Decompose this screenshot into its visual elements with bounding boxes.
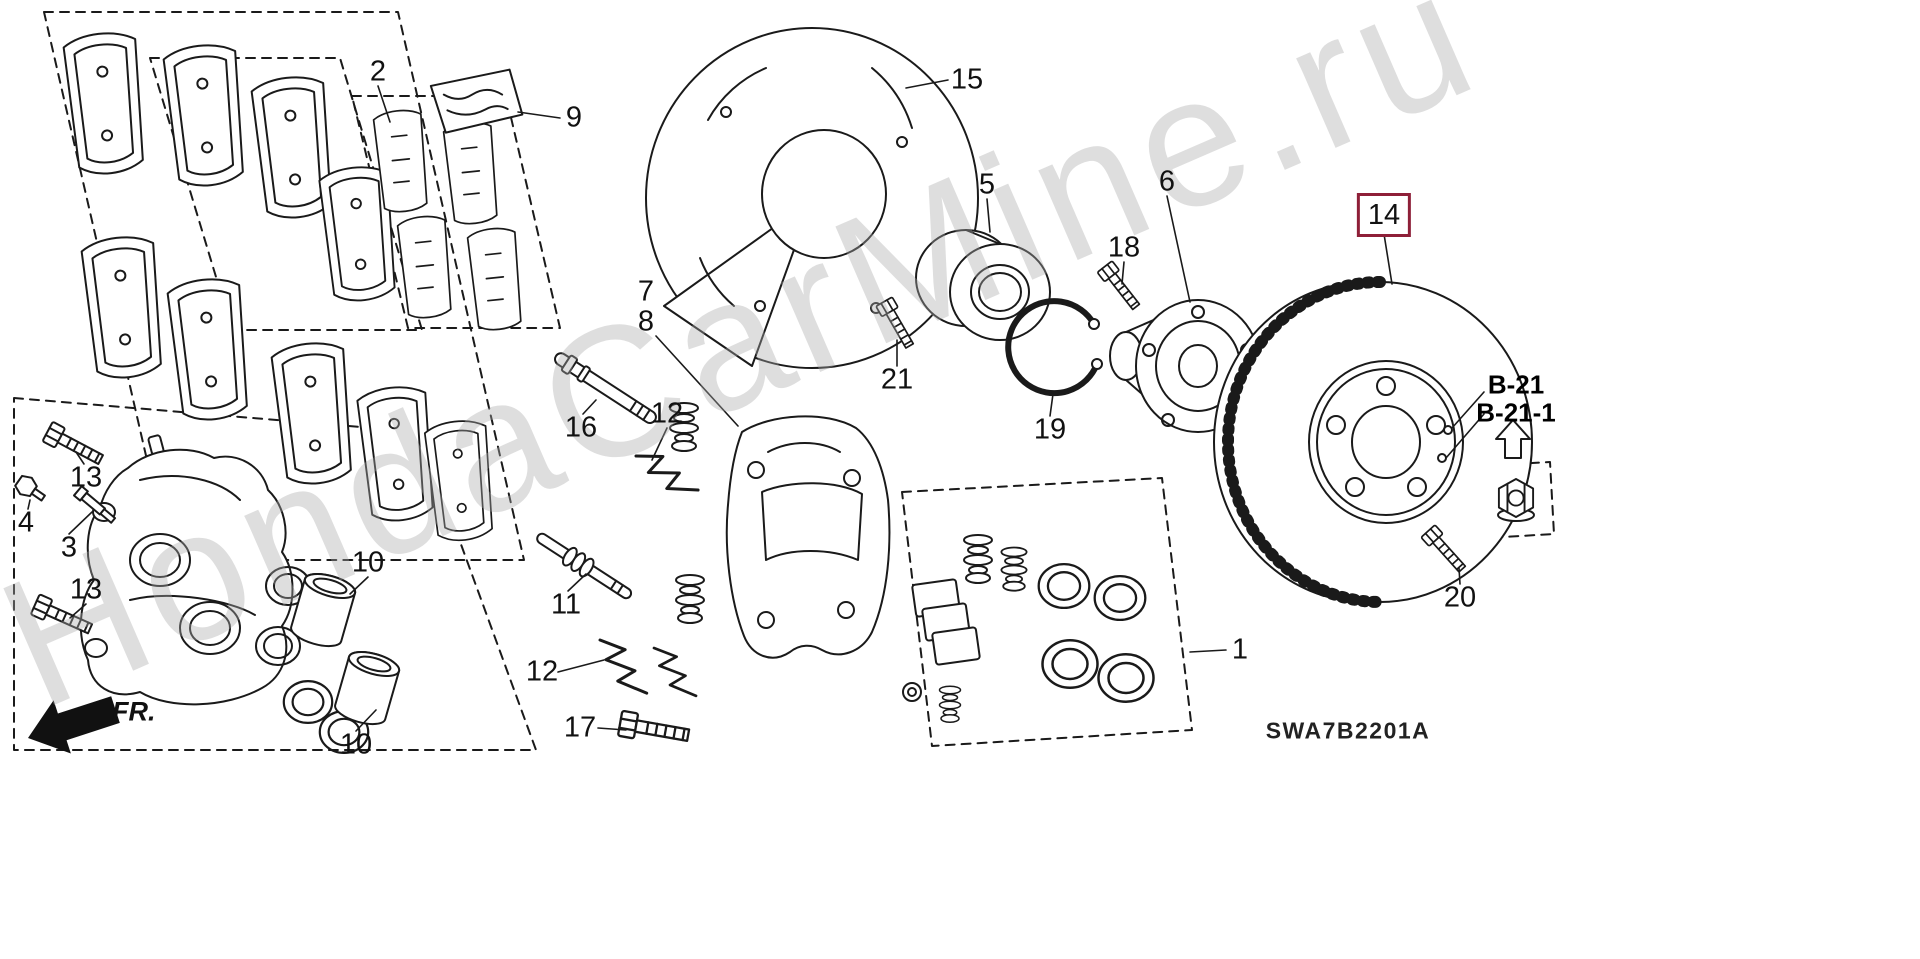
part-lock-nut bbox=[1497, 478, 1535, 522]
part-snap-ring bbox=[1005, 298, 1103, 397]
part-bleeder-screw bbox=[73, 485, 117, 524]
part-slide-pin-upper bbox=[554, 352, 657, 424]
callout-17[interactable]: 17 bbox=[563, 711, 597, 744]
fr-direction-label: FR. bbox=[112, 696, 156, 727]
callout-10a[interactable]: 10 bbox=[351, 546, 385, 579]
part-wheel-bearing bbox=[915, 229, 1051, 341]
callout-15[interactable]: 15 bbox=[950, 63, 984, 96]
part-pin-boots bbox=[669, 402, 705, 624]
part-mounting-bolts bbox=[14, 260, 1470, 749]
callout-6[interactable]: 6 bbox=[1158, 165, 1176, 198]
callout-5[interactable]: 5 bbox=[978, 168, 996, 201]
callout-19[interactable]: 19 bbox=[1033, 413, 1067, 446]
callout-2[interactable]: 2 bbox=[369, 55, 387, 88]
callout-13b[interactable]: 13 bbox=[69, 573, 103, 606]
callout-9[interactable]: 9 bbox=[565, 101, 583, 134]
callout-10b[interactable]: 10 bbox=[339, 728, 373, 761]
diagram-code: SWA7B2201A bbox=[1265, 717, 1431, 744]
callout-18[interactable]: 18 bbox=[1107, 231, 1141, 264]
part-grease-packet bbox=[429, 68, 524, 134]
ref-b21-1[interactable]: B-21-1 bbox=[1476, 397, 1556, 428]
callout-8[interactable]: 8 bbox=[637, 305, 655, 338]
callout-16[interactable]: 16 bbox=[564, 411, 598, 444]
callout-1[interactable]: 1 bbox=[1231, 633, 1249, 666]
callout-7[interactable]: 7 bbox=[637, 275, 655, 308]
part-pad-retainer-clips bbox=[593, 441, 702, 698]
callout-3[interactable]: 3 bbox=[60, 531, 78, 564]
b21-arrow-icon bbox=[1495, 419, 1531, 459]
callout-12b[interactable]: 12 bbox=[525, 655, 559, 688]
part-caliper-body bbox=[79, 434, 294, 706]
leader-lines bbox=[27, 79, 1485, 732]
part-seal-kit-contents bbox=[902, 534, 1155, 723]
part-caliper-bracket bbox=[725, 415, 891, 659]
callout-20[interactable]: 20 bbox=[1443, 581, 1477, 614]
ref-b21[interactable]: B-21 bbox=[1487, 369, 1545, 400]
callout-11[interactable]: 11 bbox=[550, 588, 582, 621]
part-bleeder-cap bbox=[14, 474, 46, 502]
callout-4[interactable]: 4 bbox=[17, 506, 35, 539]
callout-13a[interactable]: 13 bbox=[69, 461, 103, 494]
part-splash-shield bbox=[645, 27, 979, 369]
callout-14[interactable]: 14 bbox=[1356, 193, 1412, 237]
part-brake-rotor bbox=[1213, 276, 1533, 608]
fr-direction-arrow bbox=[28, 696, 120, 754]
part-slide-pin-lower bbox=[536, 532, 633, 600]
callout-12a[interactable]: 12 bbox=[650, 397, 684, 430]
callout-21[interactable]: 21 bbox=[880, 363, 914, 396]
